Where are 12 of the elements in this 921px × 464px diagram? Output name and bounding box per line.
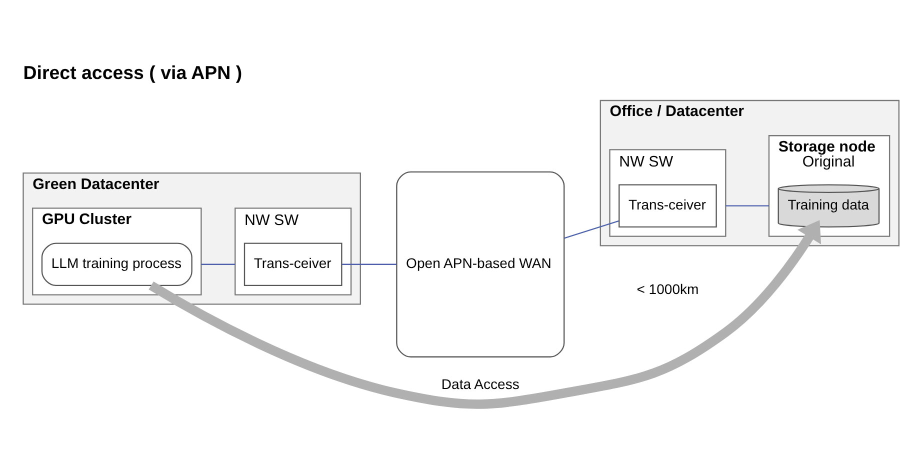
connector [726, 204, 769, 206]
edge-label: Data Access [441, 376, 520, 392]
connector [564, 220, 619, 238]
arrow [148, 220, 822, 408]
node-box: Trans-ceiver [244, 242, 342, 286]
connector [342, 263, 397, 264]
diagram-title: Direct access ( via APN ) [23, 62, 242, 83]
node-box: LLM training process [41, 242, 192, 286]
node-box: Open APN-based WAN [396, 170, 565, 357]
label: < 1000km [636, 280, 699, 296]
connector [201, 263, 236, 264]
node-box: Trans-ceiver [618, 184, 717, 227]
